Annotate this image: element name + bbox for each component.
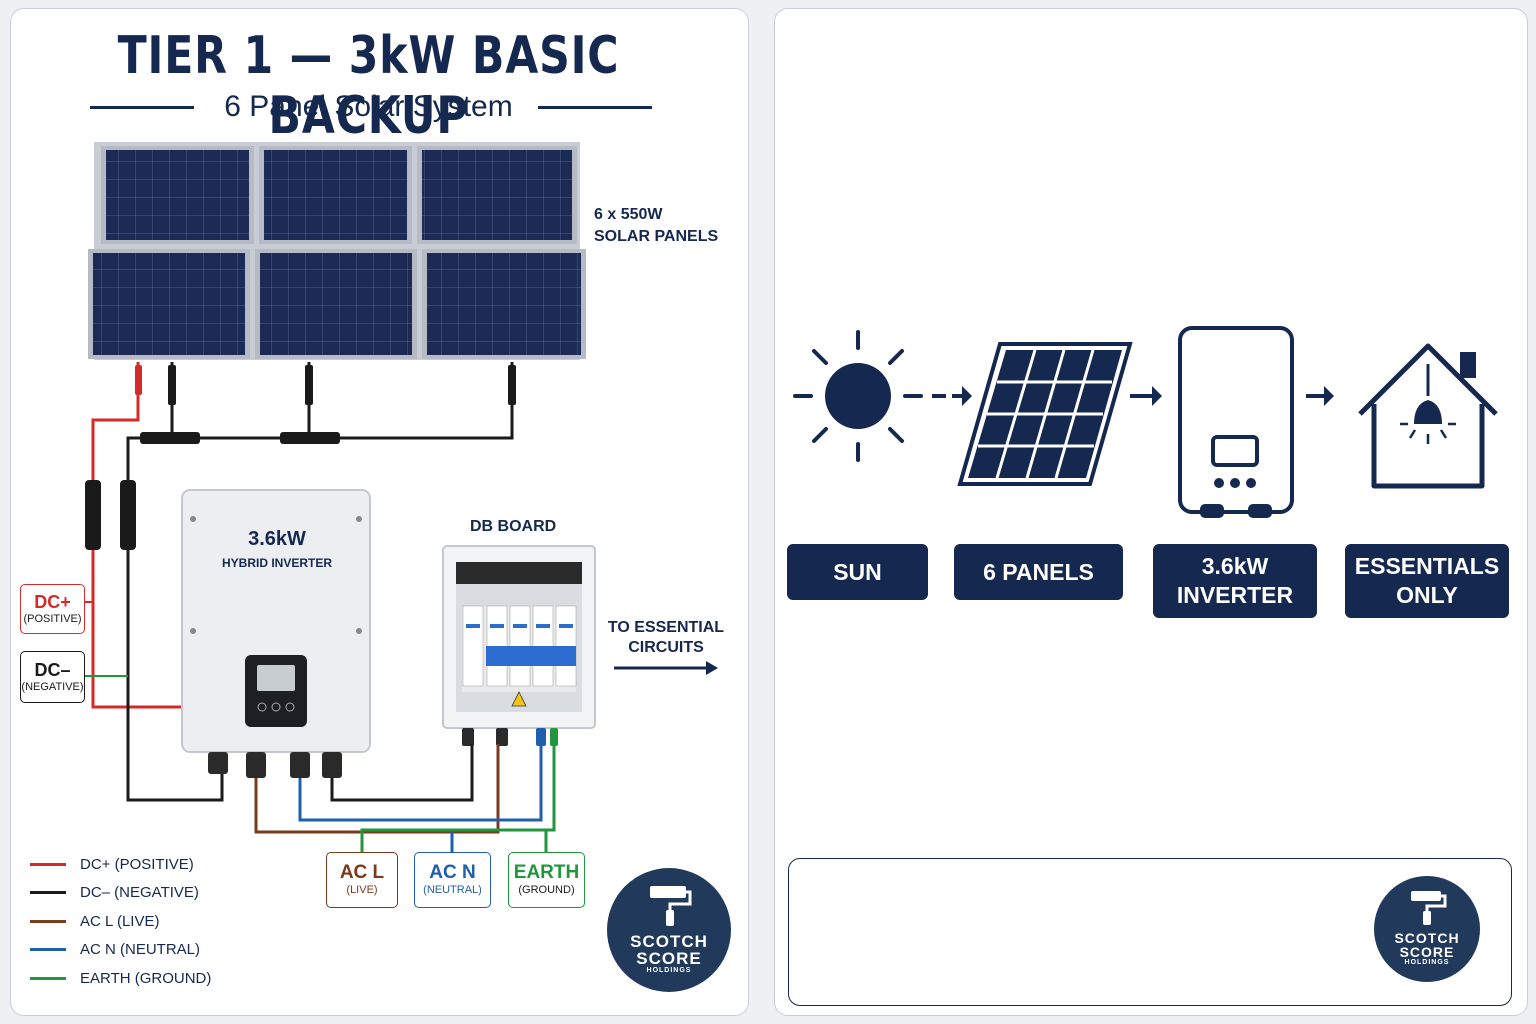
hazard-icon: [511, 691, 527, 707]
tag-title: AC N: [429, 862, 476, 883]
legend-swatch: [30, 976, 66, 980]
flow-step-essentials: ESSENTIALS ONLY: [1345, 544, 1509, 618]
legend-row: DC– (NEGATIVE): [30, 879, 211, 908]
legend-swatch: [30, 948, 66, 952]
flow-step-label: ONLY: [1396, 582, 1458, 608]
logo-line: HOLDINGS: [1404, 959, 1450, 966]
legend-label: AC N (NEUTRAL): [80, 941, 201, 959]
paint-roller-icon: [1411, 891, 1447, 925]
tag-subtitle: (POSITIVE): [23, 613, 82, 625]
tag-title: DC–: [34, 660, 71, 680]
house-bulb-icon: [1358, 343, 1498, 489]
legend-label: DC– (NEGATIVE): [80, 884, 199, 902]
company-logo: SCOTCH SCORE HOLDINGS: [607, 868, 731, 992]
db-board: [442, 545, 596, 746]
ac-return-wire: [330, 744, 474, 802]
ac-neutral-wire: [298, 744, 543, 822]
ac-live-tag: AC L (LIVE): [326, 852, 398, 908]
flow-step-panels: 6 PANELS: [954, 544, 1123, 600]
legend-swatch: [30, 891, 66, 895]
page-subtitle: 6 Panel Solar System: [224, 90, 513, 123]
dc-positive-tag: DC+ (POSITIVE): [20, 584, 85, 634]
dc-positive-wire: [91, 362, 182, 709]
logo-line: SCORE: [636, 949, 702, 968]
ac-live-wire: [254, 744, 500, 834]
tag-title: DC+: [34, 592, 71, 612]
legend-row: EARTH (GROUND): [30, 964, 211, 993]
tag-title: EARTH: [513, 862, 580, 883]
solar-panel: [101, 146, 254, 244]
flow-step-label: ESSENTIALS: [1354, 553, 1500, 579]
arrow-right-icon: [1130, 386, 1162, 406]
legend-row: DC+ (POSITIVE): [30, 850, 211, 879]
tag-subtitle: (GROUND): [518, 884, 575, 896]
panels-label-line: 6 x 550W: [594, 206, 663, 223]
legend-label: DC+ (POSITIVE): [80, 855, 194, 873]
inverter-title: 3.6kW: [248, 528, 306, 550]
company-logo: SCOTCH SCORE HOLDINGS: [1374, 876, 1480, 982]
legend-row: AC N (NEUTRAL): [30, 936, 211, 965]
page-title: TIER 1 — 3kW BASIC BACKUP: [117, 26, 620, 146]
panels-label-line: SOLAR PANELS: [594, 228, 719, 245]
logo-line: HOLDINGS: [646, 967, 692, 974]
solar-panel: [259, 146, 412, 244]
earth-tag: EARTH (GROUND): [508, 852, 585, 908]
solar-panel: [422, 249, 586, 359]
flow-step-label: 3.6kW: [1201, 553, 1269, 579]
tag-subtitle: (NEUTRAL): [423, 884, 482, 896]
flow-step-inverter: 3.6kW INVERTER: [1153, 544, 1317, 618]
wiring-diagram: [84, 142, 718, 852]
inverter-subtitle: HYBRID INVERTER: [221, 556, 332, 570]
flow-step-label: 6 PANELS: [983, 558, 1094, 585]
right-card: [774, 8, 1528, 1016]
legend-swatch: [30, 919, 66, 923]
ac-neutral-tag: AC N (NEUTRAL): [414, 852, 491, 908]
arrow-right-icon: [932, 386, 972, 406]
tag-subtitle: (NEGATIVE): [21, 681, 84, 693]
solar-panel: [417, 146, 577, 244]
wire-legend: DC+ (POSITIVE) DC– (NEGATIVE) AC L (LIVE…: [30, 850, 211, 993]
solar-panel: [88, 249, 250, 359]
logo-line: SCOTCH: [1394, 930, 1460, 946]
legend-swatch: [30, 862, 66, 866]
paint-roller-icon: [650, 886, 692, 926]
logo-line: SCOTCH: [630, 932, 708, 951]
arrow-right-icon: [614, 661, 718, 675]
hybrid-inverter: [181, 489, 371, 778]
solar-panel-icon: [957, 342, 1133, 486]
flow-step-label: SUN: [833, 558, 882, 585]
mc4-connectors: [85, 365, 516, 550]
to-essential-label: TO ESSENTIAL CIRCUITS: [606, 618, 726, 658]
tag-title: AC L: [339, 862, 385, 883]
flow-icons: [793, 326, 1498, 518]
sun-icon: [793, 330, 923, 462]
flow-step-label: INVERTER: [1176, 582, 1294, 608]
db-board-label: DB BOARD: [470, 518, 557, 535]
solar-panel: [255, 249, 417, 359]
tag-subtitle: (LIVE): [346, 884, 378, 896]
inverter-icon: [1178, 326, 1294, 518]
subtitle-rule-left: [90, 106, 194, 109]
legend-label: EARTH (GROUND): [80, 969, 212, 987]
logo-line: SCORE: [1399, 944, 1455, 960]
flow-step-sun: SUN: [787, 544, 928, 600]
earth-wire: [360, 744, 556, 852]
to-essential-line: CIRCUITS: [628, 639, 704, 656]
subtitle-rule-right: [538, 106, 652, 109]
panels-label: 6 x 550W SOLAR PANELS: [594, 204, 718, 248]
legend-row: AC L (LIVE): [30, 907, 211, 936]
to-essential-line: TO ESSENTIAL: [607, 619, 725, 636]
arrow-right-icon: [1306, 386, 1334, 406]
legend-label: AC L (LIVE): [80, 912, 160, 930]
dc-negative-tag: DC– (NEGATIVE): [20, 651, 85, 703]
